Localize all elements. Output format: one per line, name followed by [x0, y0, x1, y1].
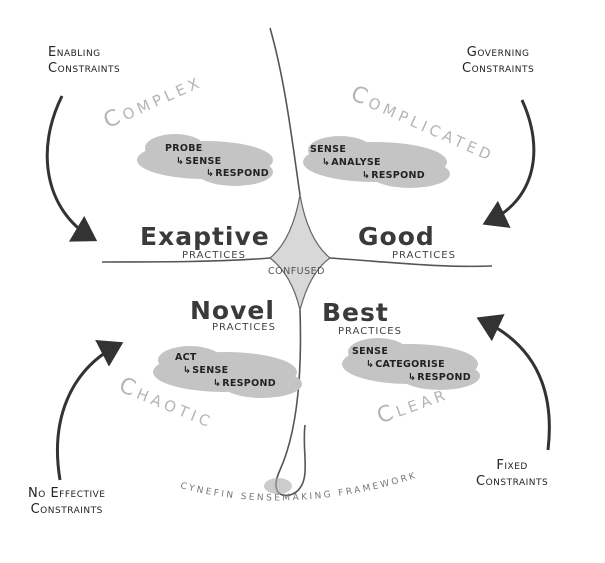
footer-label: Cynefin Sensemaking Framework: [179, 471, 419, 504]
step-complicated-1: Sense: [310, 144, 347, 155]
divider-bottom-fold: [275, 309, 307, 497]
step-chaotic-3: ↳Respond: [213, 378, 276, 389]
step-chaotic-1: Act: [175, 352, 197, 363]
divider-left: [101, 257, 271, 263]
domain-confused: Confused: [268, 266, 325, 277]
arrow-no-effective: [56, 340, 124, 481]
cloud-chaotic: [153, 346, 302, 398]
no-effective-constraints-label: No Effective Constraints: [28, 486, 106, 517]
fixed-constraints-label: Fixed Constraints: [476, 458, 549, 489]
step-complicated-2: ↳Analyse: [322, 157, 381, 168]
step-complex-3: ↳Respond: [206, 168, 269, 179]
hook-arrow-icon: ↳: [206, 168, 215, 179]
practice-good-sub: Practices: [392, 250, 456, 261]
arrow-enabling: [45, 95, 98, 242]
cloud-complicated: [303, 136, 450, 188]
practice-exaptive: Exaptive: [140, 222, 270, 251]
step-complicated-3: ↳Respond: [362, 170, 425, 181]
practice-exaptive-sub: Practices: [182, 250, 246, 261]
arrow-fixed: [476, 314, 551, 451]
governing-constraints-label: Governing Constraints: [462, 45, 535, 76]
fold-shadow: [264, 478, 292, 494]
step-clear-1: Sense: [352, 346, 389, 357]
practice-best: Best: [322, 298, 389, 327]
hook-arrow-icon: ↳: [362, 170, 371, 181]
cloud-complex: [137, 134, 273, 186]
enabling-constraints-label: Enabling Constraints: [48, 45, 121, 76]
divider-top: [269, 27, 301, 196]
practice-good: Good: [358, 222, 435, 251]
cloud-clear: [342, 338, 480, 390]
practice-best-sub: Practices: [338, 326, 402, 337]
hook-arrow-icon: ↳: [408, 372, 417, 383]
step-clear-3: ↳Respond: [408, 372, 471, 383]
practice-novel-sub: Practices: [212, 322, 276, 333]
hook-arrow-icon: ↳: [322, 157, 331, 168]
step-clear-2: ↳Categorise: [366, 359, 445, 370]
step-complex-1: Probe: [165, 143, 203, 154]
practice-novel: Novel: [190, 296, 275, 325]
hook-arrow-icon: ↳: [183, 365, 192, 376]
hook-arrow-icon: ↳: [366, 359, 375, 370]
hook-arrow-icon: ↳: [176, 156, 185, 167]
step-complex-2: ↳Sense: [176, 156, 222, 167]
divider-right: [329, 257, 493, 268]
confused-area: [269, 194, 331, 311]
arrow-governing: [482, 99, 536, 228]
hook-arrow-icon: ↳: [213, 378, 222, 389]
step-chaotic-2: ↳Sense: [183, 365, 229, 376]
